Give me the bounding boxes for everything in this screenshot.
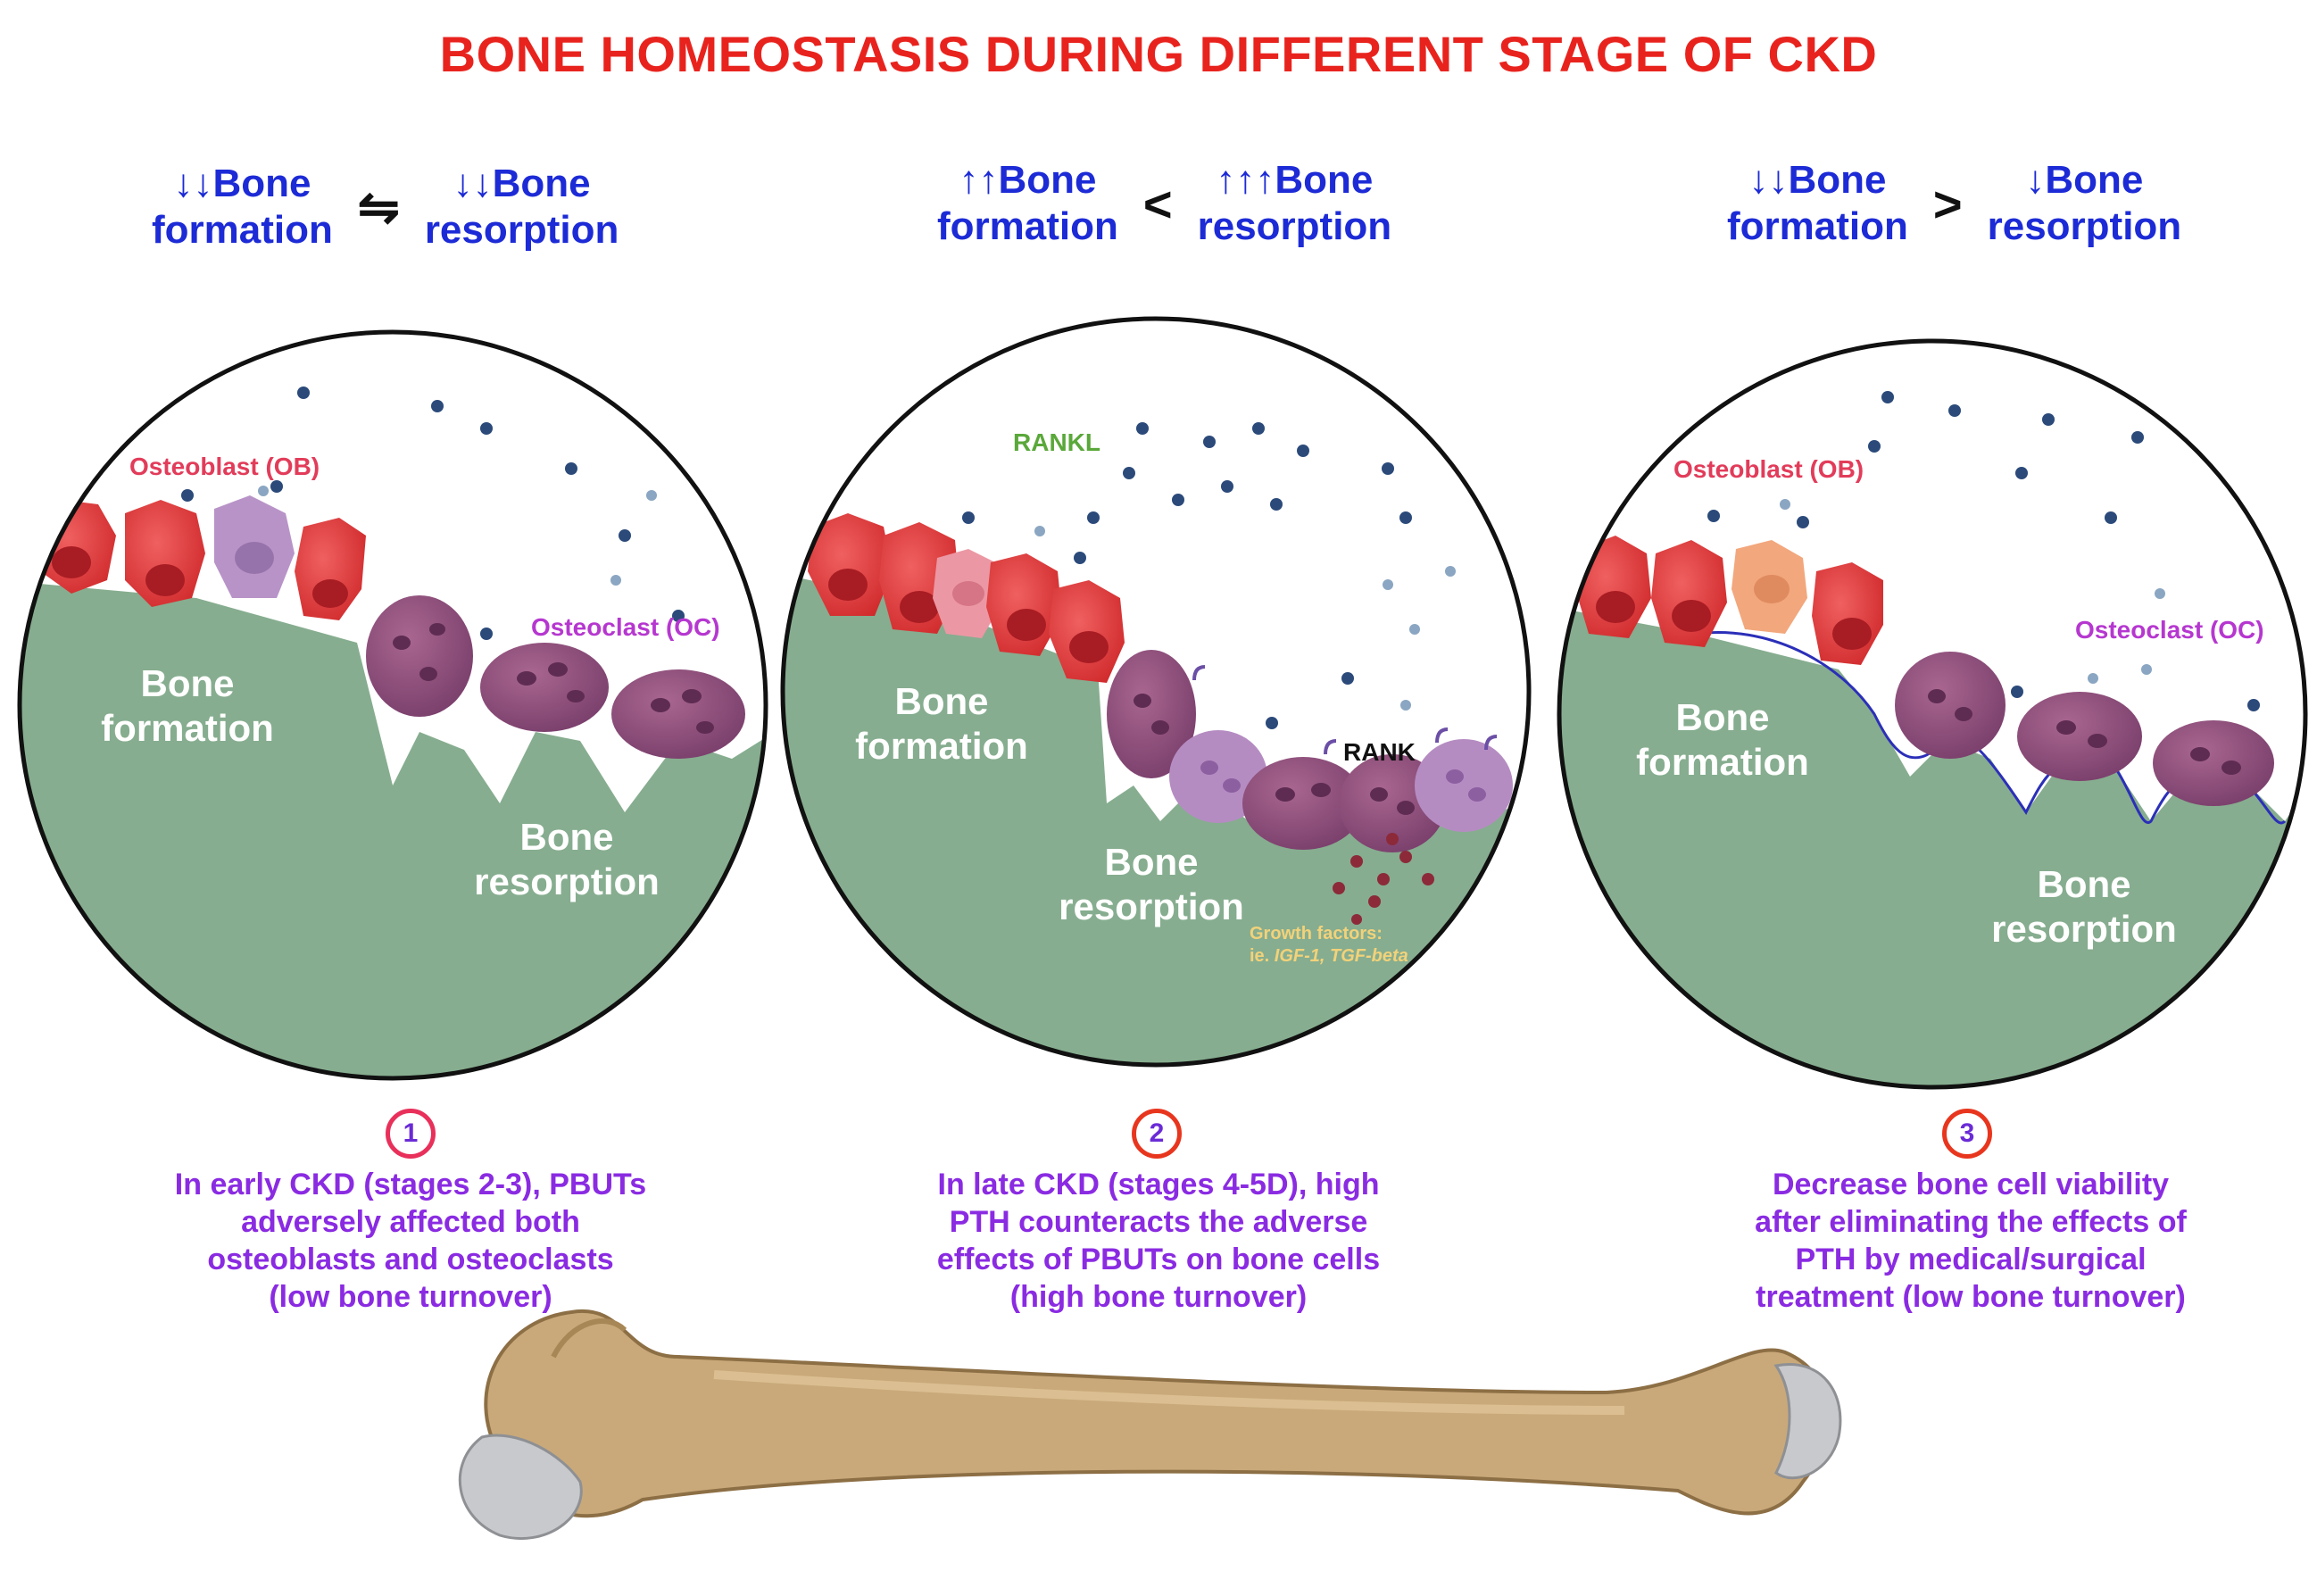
osteoblast-cell-dying [214,495,295,598]
step-3-badge: 3 [1942,1109,1992,1159]
osteoblast-cell [1812,562,1883,665]
osteoclast-label: Osteoclast (OC) [2075,616,2264,644]
osteoclast-cell-light [1415,739,1513,832]
bone-formation-label-1: Bone [141,662,235,704]
osteoclast-cell [1242,757,1364,850]
bone-resorption-label-1: Bone [2038,863,2131,905]
rankl-label: RANKL [1013,428,1100,456]
step-2-badge: 2 [1132,1109,1182,1159]
panel-1-header: ↓↓Bone formation ⇋ ↓↓Bone resorption [152,162,619,252]
osteoclast-label: Osteoclast (OC) [531,613,720,641]
rank-receptor-icon [1192,665,1498,755]
osteoblast-cell [1049,580,1125,683]
panel-3-circle: Osteoblast (OB) Osteoclast (OC) Bone for… [1557,338,2308,1090]
panel-2-description: In late CKD (stages 4-5D), high PTH coun… [936,1168,1381,1314]
down-arrows-icon: ↓↓ [173,162,213,205]
osteoclast-cell [480,643,609,732]
bone-formation-label-2: formation [101,707,274,749]
bone-formation-label-1: Bone [1676,696,1770,738]
bone-resorption-label-2: resorption [1991,908,2177,950]
up-arrows-icon: ↑↑ [959,158,999,202]
up-arrows-icon: ↑↑↑ [1216,158,1275,202]
less-than-icon: < [1142,175,1173,232]
panel-3-header: ↓↓Bone formation > ↓Bone resorption [1727,158,2182,248]
osteoblast-cell [986,553,1062,656]
osteoclast-cell [1107,650,1196,778]
osteoclast-cell [2153,720,2274,806]
panel-3-description: Decrease bone cell viability after elimi… [1755,1168,2187,1314]
bone-resorption-label-2: resorption [1059,885,1244,927]
osteoblast-cell-fading [1732,540,1807,634]
step-1-badge: 1 [386,1109,436,1159]
down-arrow-icon: ↓ [2025,158,2046,202]
osteoblast-label: Osteoblast (OB) [1673,455,1864,483]
growth-factor-particles [1333,833,1434,925]
bone-resorption-label-1: Bone [1105,841,1199,883]
down-arrows-icon: ↓↓ [453,162,493,205]
panel-1-circle: Osteoblast (OB) Osteoclast (OC) Bone for… [17,329,768,1081]
equilibrium-icon: ⇋ [357,179,400,235]
osteoclast-cell [366,595,473,717]
greater-than-icon: > [1932,175,1963,232]
diagram-title: BONE HOMEOSTASIS DURING DIFFERENT STAGE … [439,26,1878,82]
osteoblast-cell [125,500,205,607]
panel-2-header: ↑↑Bone formation < ↑↑↑Bone resorption [937,158,1392,248]
osteoblast-label: Osteoblast (OB) [129,453,320,480]
osteoclast-cell [611,669,745,759]
osteoblast-cell [295,518,366,620]
bone-formation-label-2: formation [1636,741,1809,783]
rank-label: RANK [1343,738,1416,766]
osteoblast-cell-light [933,549,1000,638]
bone-formation-label-2: formation [855,725,1028,767]
bone-resorption-label-2: resorption [474,860,660,902]
panel-1-description: In early CKD (stages 2-3), PBUTs adverse… [174,1168,647,1314]
osteoclast-cell [2017,692,2142,781]
growth-factors-label: Growth factors: [1250,924,1383,943]
osteoblast-cell [1651,540,1727,647]
osteoblast-cell [808,513,893,616]
down-arrows-icon: ↓↓ [1748,158,1789,202]
bone-resorption-label-1: Bone [520,816,614,858]
growth-factors-examples: ie. IGF-1, TGF-beta [1250,946,1408,966]
femur-bone [458,1309,1842,1541]
panel-2-circle: RANKL RANK Bone formation Bone resorptio… [780,316,1532,1068]
osteoclast-cell [1895,652,2006,759]
bone-formation-label-1: Bone [895,680,989,722]
